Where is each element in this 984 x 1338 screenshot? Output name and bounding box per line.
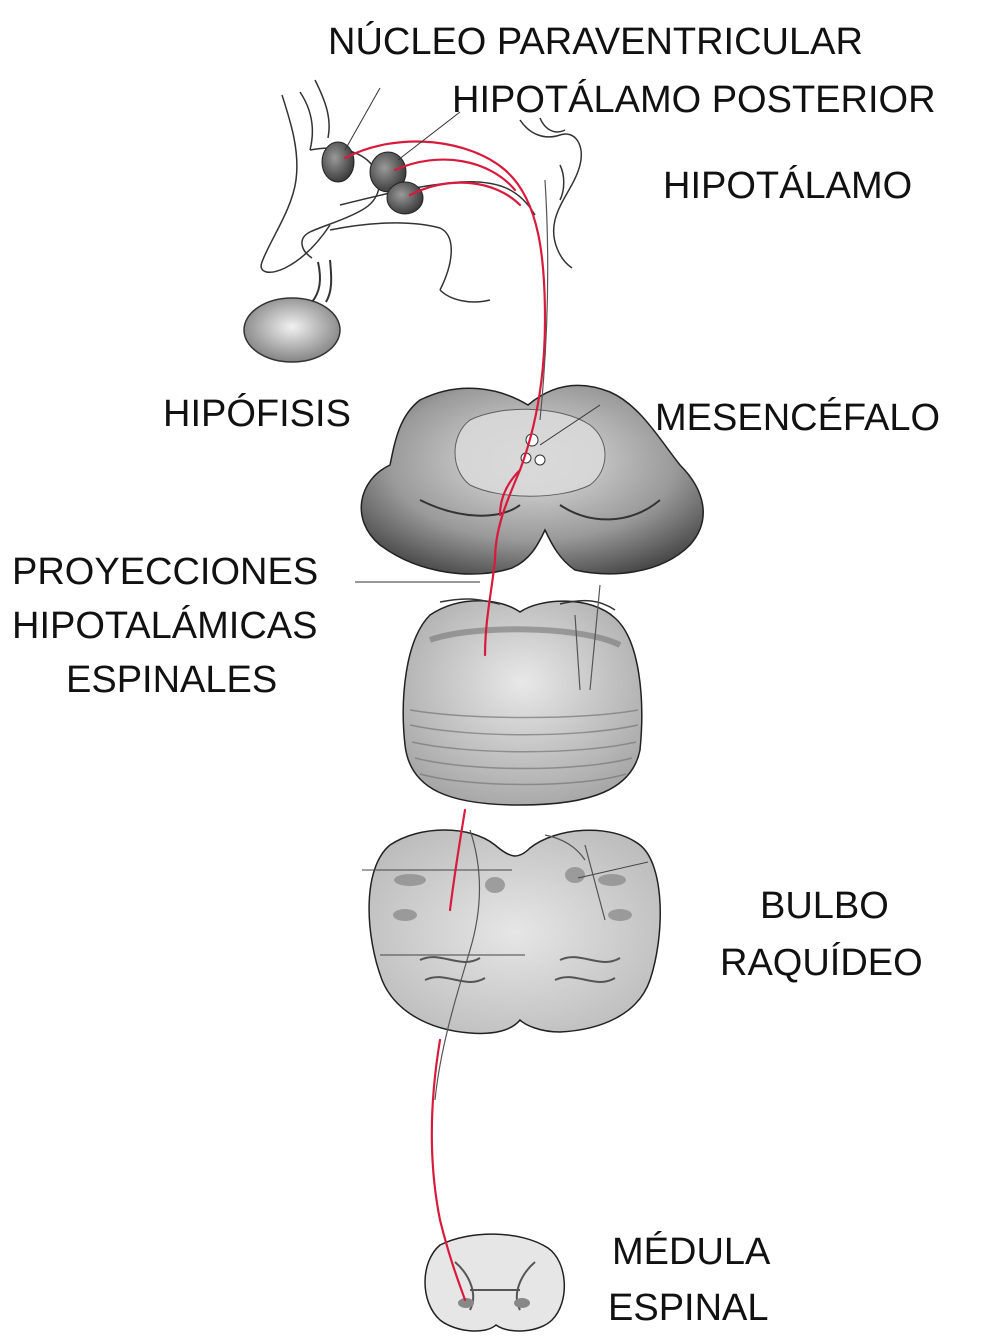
pons-section bbox=[403, 599, 641, 805]
label-bulbo-line-2: RAQUÍDEO bbox=[720, 941, 923, 984]
label-medula-line-2: ESPINAL bbox=[608, 1287, 769, 1329]
label-proyecciones-line-2: HIPOTALÁMICAS bbox=[12, 604, 317, 647]
pituitary-gland bbox=[244, 260, 340, 362]
label-medula-line-1: MÉDULA bbox=[612, 1230, 771, 1273]
label-mesencefalo: MESENCÉFALO bbox=[655, 396, 940, 439]
label-hipofisis: HIPÓFISIS bbox=[163, 392, 351, 435]
label-nucleo-paraventricular: NÚCLEO PARAVENTRICULAR bbox=[328, 20, 863, 63]
label-proyecciones-line-3: ESPINALES bbox=[66, 659, 277, 701]
label-proyecciones-line-1: PROYECCIONES bbox=[12, 551, 318, 593]
label-bulbo-line-1: BULBO bbox=[760, 885, 889, 927]
medulla-section bbox=[362, 830, 660, 1033]
label-hipotalamo-posterior: HIPOTÁLAMO POSTERIOR bbox=[452, 78, 936, 121]
mesencephalon-section bbox=[361, 385, 703, 574]
label-hipotalamo: HIPOTÁLAMO bbox=[663, 164, 912, 207]
spinal-cord-section bbox=[425, 1234, 564, 1331]
